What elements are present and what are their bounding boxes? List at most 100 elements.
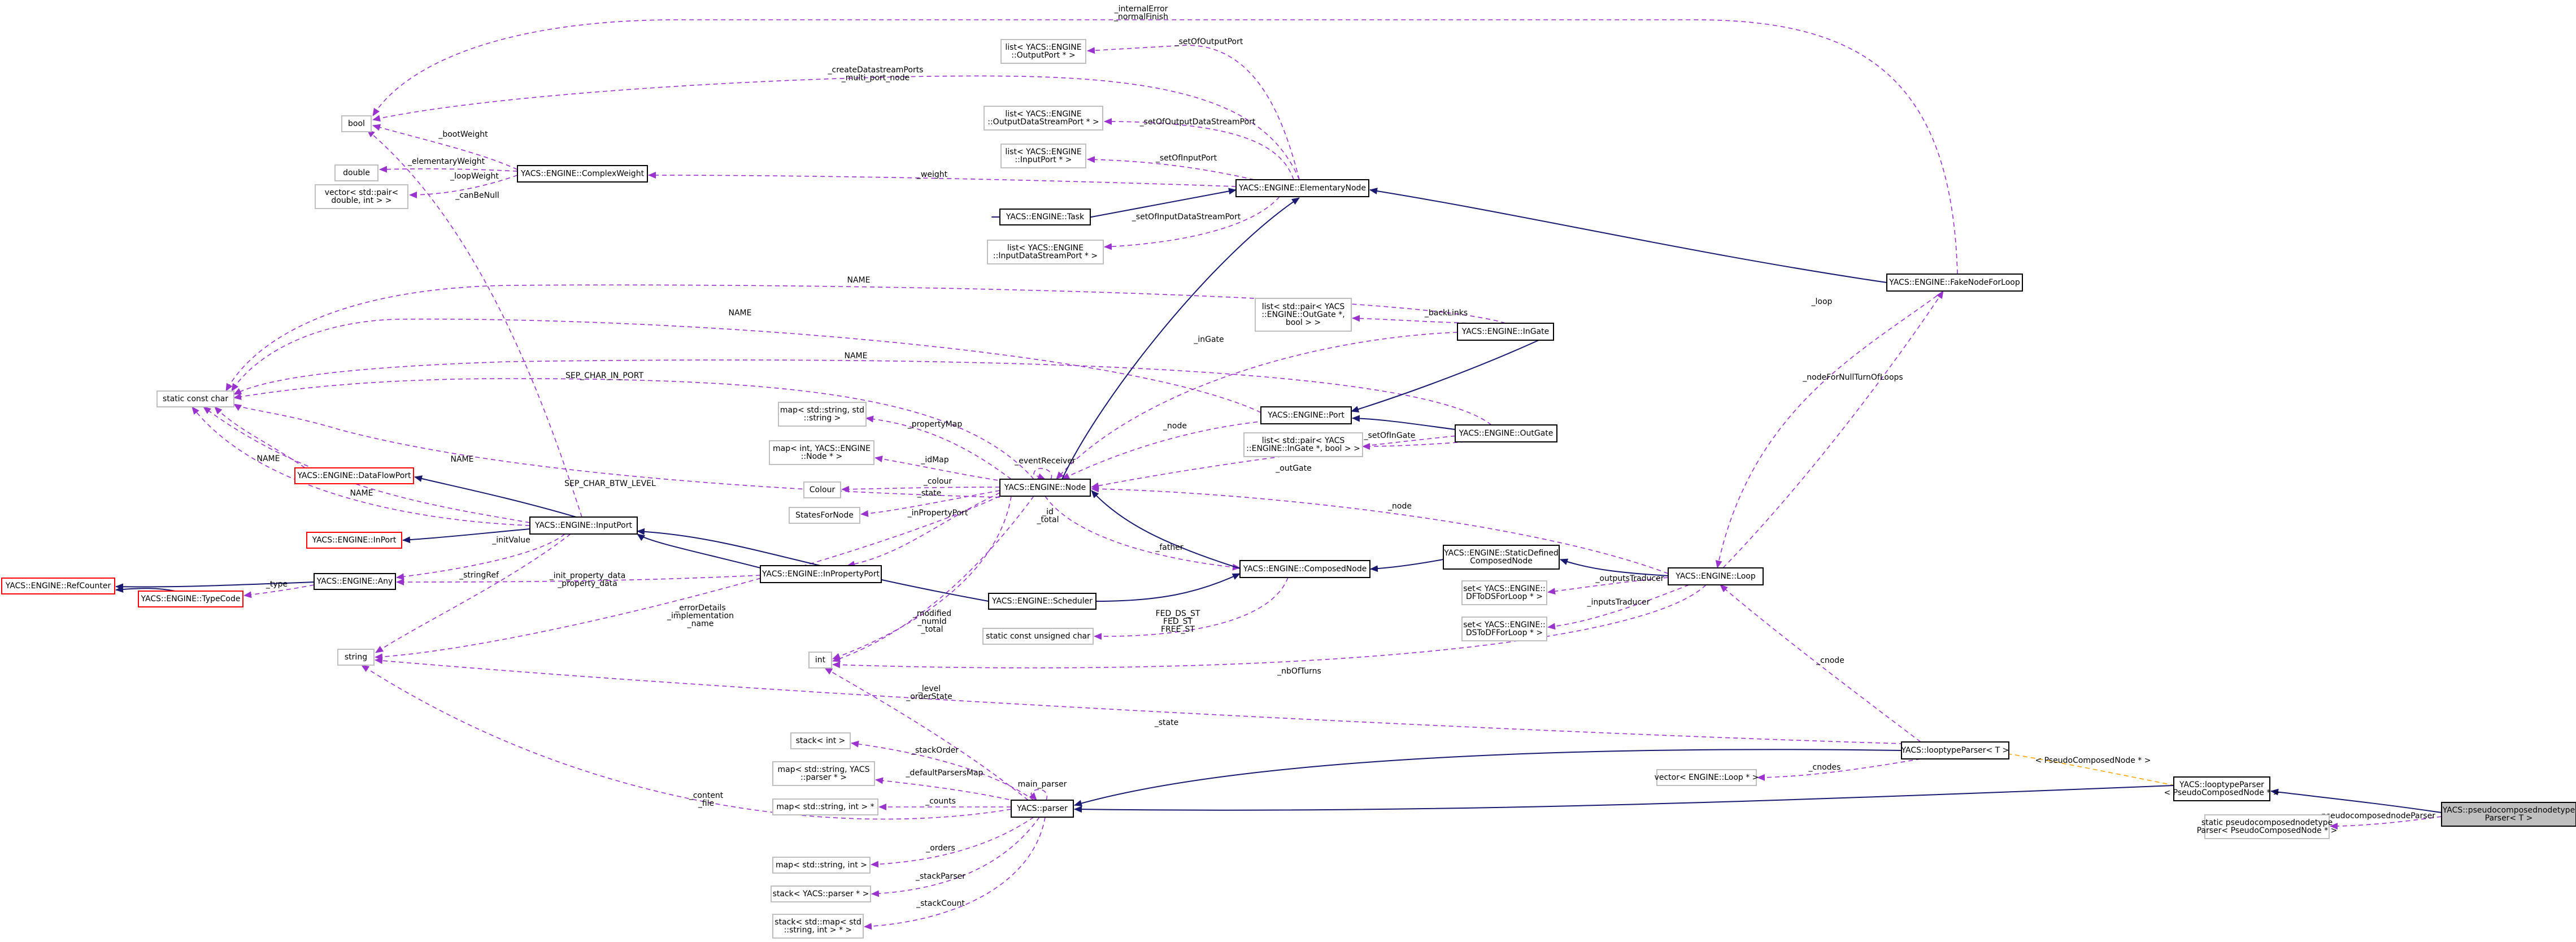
- use-edge-e7: [409, 175, 518, 198]
- class-node-mapparser[interactable]: map< std::string, YACS::parser * >: [772, 761, 875, 786]
- class-node-stackparser[interactable]: stack< YACS::parser * >: [771, 885, 871, 902]
- class-node-staticuint[interactable]: static const unsigned char: [982, 628, 1094, 645]
- class-node-mapint[interactable]: map< int, YACS::ENGINE::Node * >: [769, 440, 874, 465]
- use-edge-e38: [243, 584, 315, 598]
- class-node-looptypeparser2[interactable]: YACS::looptypeParser< PseudoComposedNode…: [2164, 776, 2280, 801]
- node-label: ::Node * >: [801, 452, 843, 461]
- class-node-inport[interactable]: YACS::ENGINE::InPort: [306, 532, 402, 549]
- use-edge-e25: [1091, 435, 1464, 489]
- class-node-stackmap[interactable]: stack< std::map< std::string, int > * >: [772, 914, 864, 939]
- edge-label: _level: [917, 684, 941, 693]
- node-box: [1000, 39, 1086, 64]
- class-node-string[interactable]: string: [337, 649, 375, 666]
- class-node-port[interactable]: YACS::ENGINE::Port: [1260, 406, 1352, 424]
- class-node-vecloop[interactable]: vector< ENGINE::Loop * >: [1655, 769, 1759, 786]
- class-node-mapstrint1[interactable]: map< std::string, int > *: [772, 798, 878, 815]
- class-node-colour[interactable]: Colour: [803, 481, 841, 498]
- class-node-states[interactable]: StatesForNode: [789, 507, 860, 524]
- node-label: DSToDFForLoop * >: [1466, 628, 1543, 637]
- use-edge-e45: [832, 584, 1707, 668]
- class-node-stackint[interactable]: stack< int >: [790, 732, 851, 749]
- node-label: YACS::ENGINE::FakeNodeForLoop: [1889, 278, 2020, 287]
- node-box: [772, 857, 871, 874]
- use-edge-e23: [874, 455, 1006, 482]
- node-label: YACS::ENGINE::Scheduler: [991, 597, 1093, 606]
- class-node-dataflowport[interactable]: YACS::ENGINE::DataFlowPort: [294, 467, 414, 484]
- class-node-mapstrint2[interactable]: map< std::string, int >: [772, 857, 871, 874]
- edge-label: pseudocomposednodeParser: [2321, 811, 2435, 821]
- edge-label: _property_data: [557, 579, 617, 588]
- inherit-edge-i14: [637, 528, 989, 602]
- class-node-task[interactable]: YACS::ENGINE::Task: [999, 209, 1091, 225]
- node-box: [772, 761, 875, 786]
- class-node-refcounter[interactable]: YACS::ENGINE::RefCounter: [1, 578, 115, 594]
- use-edge-e2: [1087, 45, 1300, 180]
- class-node-complexweight[interactable]: YACS::ENGINE::ComplexWeight: [517, 165, 648, 183]
- class-node-typecode[interactable]: YACS::ENGINE::TypeCode: [138, 591, 243, 607]
- class-node-listout[interactable]: list< YACS::ENGINE::OutputPort * >: [1000, 39, 1086, 64]
- node-box: [789, 507, 860, 524]
- class-node-inproperty[interactable]: YACS::ENGINE::InPropertyPort: [760, 565, 882, 583]
- class-node-staticchar[interactable]: static const char: [156, 390, 234, 407]
- class-node-node[interactable]: YACS::ENGINE::Node: [999, 479, 1091, 497]
- node-box: [1656, 769, 1757, 786]
- node-box: [294, 467, 414, 484]
- class-node-ingate[interactable]: YACS::ENGINE::InGate: [1457, 323, 1554, 341]
- class-node-int[interactable]: int: [808, 652, 832, 668]
- inherit-edge-i15: [1074, 749, 1902, 807]
- class-node-parser[interactable]: YACS::parser: [1011, 800, 1074, 818]
- class-node-listin[interactable]: list< YACS::ENGINE::InputPort * >: [1000, 144, 1086, 168]
- class-node-listoutds[interactable]: list< YACS::ENGINE::OutputDataStreamPort…: [984, 106, 1103, 131]
- edge-label: _father: [1155, 543, 1183, 552]
- inherit-edge-i12: [115, 581, 315, 591]
- node-box: [1255, 298, 1352, 332]
- class-node-scheduler[interactable]: YACS::ENGINE::Scheduler: [988, 593, 1096, 610]
- edge-label: FED_DS_ST: [1156, 609, 1200, 618]
- node-box: [982, 628, 1094, 645]
- class-node-double[interactable]: double: [334, 164, 378, 181]
- edge-label: _setOfOutputDataStreamPort: [1139, 118, 1256, 127]
- class-node-listinds[interactable]: list< YACS::ENGINE::InputDataStreamPort …: [987, 240, 1104, 264]
- edge-label: _stackOrder: [911, 746, 959, 755]
- class-node-bool[interactable]: bool: [341, 115, 372, 132]
- node-label: YACS::looptypeParser< T >: [1901, 746, 2009, 755]
- use-edge-e56: [2330, 816, 2442, 830]
- edge-label: _setOfOutputPort: [1174, 37, 1243, 46]
- node-label: double, int > >: [331, 196, 391, 205]
- node-label: YACS::ENGINE::InPropertyPort: [762, 570, 880, 579]
- node-label: bool: [348, 119, 365, 128]
- class-node-inputport[interactable]: YACS::ENGINE::InputPort: [529, 516, 638, 535]
- class-node-elementary[interactable]: YACS::ENGINE::ElementaryNode: [1235, 179, 1369, 197]
- node-label: ::parser * >: [800, 773, 847, 782]
- class-node-any[interactable]: YACS::ENGINE::Any: [314, 573, 396, 590]
- class-node-setdf[interactable]: set< YACS::ENGINE::DFToDSForLoop * >: [1461, 580, 1547, 605]
- node-box: [999, 209, 1091, 225]
- node-box: [803, 481, 841, 498]
- node-box: [2441, 802, 2576, 827]
- class-node-fakenode[interactable]: YACS::ENGINE::FakeNodeForLoop: [1886, 274, 2023, 292]
- node-label: int: [815, 656, 826, 665]
- class-node-looptypeparser[interactable]: YACS::looptypeParser< T >: [1901, 741, 2009, 759]
- edge-label: _cnode: [1816, 656, 1844, 665]
- use-edge-e53: [1757, 758, 1921, 781]
- edge-label: _name: [687, 619, 714, 628]
- use-edge-e29: [860, 490, 1000, 517]
- node-label: list< std::pair< YACS: [1262, 302, 1345, 311]
- class-node-loop[interactable]: YACS::ENGINE::Loop: [1668, 567, 1764, 585]
- class-node-setds[interactable]: set< YACS::ENGINE::DSToDFForLoop * >: [1461, 617, 1547, 641]
- class-node-listpairin[interactable]: list< std::pair< YACS::ENGINE::InGate *,…: [1243, 432, 1363, 457]
- edge-label: NAME: [847, 276, 871, 285]
- class-node-outgate[interactable]: YACS::ENGINE::OutGate: [1455, 424, 1557, 442]
- class-node-mapstr[interactable]: map< std::string, std::string >: [778, 402, 867, 427]
- edge-label: _cnodes: [1808, 763, 1841, 772]
- class-node-composed[interactable]: YACS::ENGINE::ComposedNode: [1239, 560, 1370, 578]
- class-node-vecpair[interactable]: vector< std::pair<double, int > >: [315, 184, 408, 209]
- node-label: YACS::ENGINE::StaticDefined: [1443, 549, 1559, 558]
- edge-label: _node: [1387, 502, 1412, 511]
- use-edge-e28: [841, 485, 1000, 493]
- class-node-listpairout[interactable]: list< std::pair< YACS::ENGINE::OutGate *…: [1255, 298, 1352, 332]
- node-box: [778, 402, 867, 427]
